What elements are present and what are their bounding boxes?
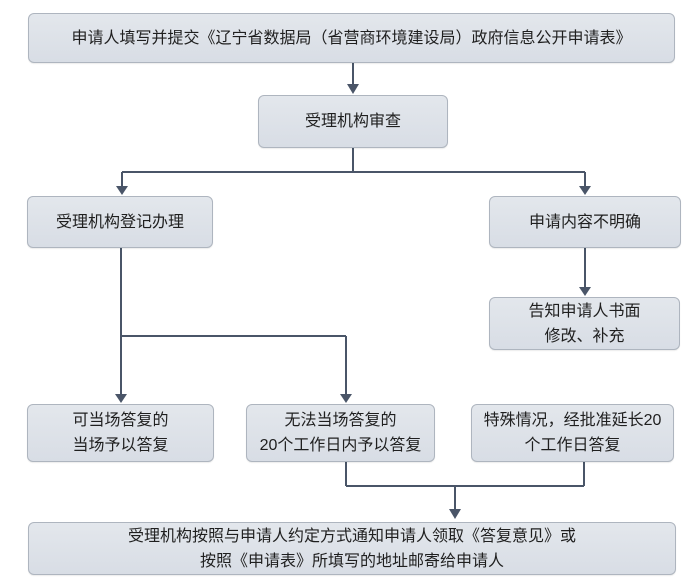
edge-register-down — [120, 248, 346, 337]
node-review-label: 受理机构审查 — [304, 113, 401, 130]
node-notify-amend: 告知申请人书面 修改、补充 — [489, 297, 680, 350]
node-unclear-content-label: 申请内容不明确 — [528, 213, 641, 231]
node-register: 受理机构登记办理 — [27, 196, 213, 248]
node-register-label: 受理机构登记办理 — [55, 213, 184, 231]
arrow-down-icon — [116, 186, 128, 195]
node-onsite-reply-label: 可当场答复的 当场予以答复 — [72, 412, 169, 454]
arrow-down-icon — [340, 394, 352, 403]
node-extend-20-days: 特殊情况，经批准延长20 个工作日答复 — [471, 404, 674, 462]
node-reply-20-days: 无法当场答复的 20个工作日内予以答复 — [246, 404, 435, 462]
node-extend-20-days-label: 特殊情况，经批准延长20 个工作日答复 — [483, 412, 662, 454]
node-final-notify-label: 受理机构按照与申请人约定方式通知申请人领取《答复意见》或 按照《申请表》所填写的… — [127, 527, 576, 570]
node-reply-20-days-label: 无法当场答复的 20个工作日内予以答复 — [259, 412, 422, 454]
node-final-notify: 受理机构按照与申请人约定方式通知申请人领取《答复意见》或 按照《申请表》所填写的… — [28, 522, 676, 575]
node-submit-application-label: 申请人填写并提交《辽宁省数据局（省营商环境建设局）政府信息公开申请表》 — [71, 29, 632, 47]
node-unclear-content: 申请内容不明确 — [489, 196, 681, 248]
arrow-down-icon — [347, 84, 359, 94]
arrow-down-icon — [579, 287, 591, 296]
arrow-down-icon — [115, 394, 127, 403]
node-review: 受理机构审查 — [258, 95, 448, 148]
node-notify-amend-label: 告知申请人书面 修改、补充 — [528, 302, 641, 345]
arrow-down-icon — [449, 509, 461, 519]
arrow-down-icon — [579, 186, 591, 195]
node-onsite-reply: 可当场答复的 当场予以答复 — [27, 404, 214, 462]
node-submit-application: 申请人填写并提交《辽宁省数据局（省营商环境建设局）政府信息公开申请表》 — [28, 13, 675, 63]
